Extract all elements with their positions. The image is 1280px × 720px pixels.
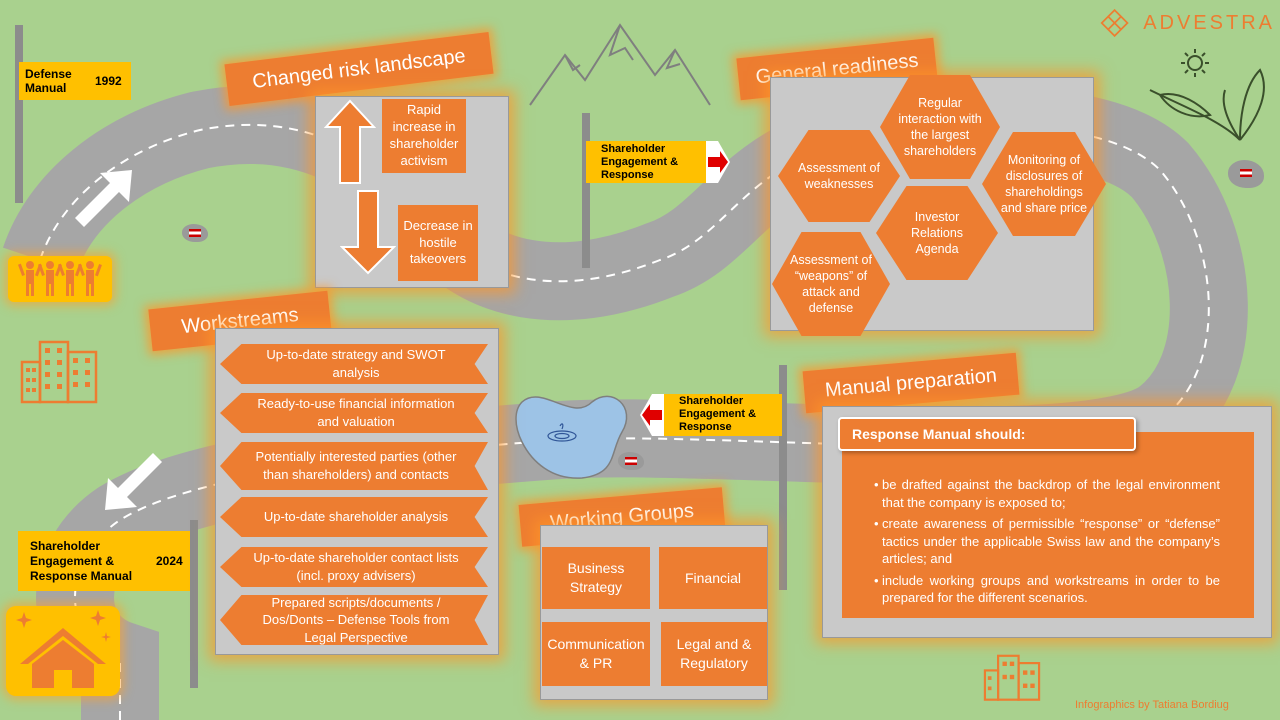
manual-bullet-1-text: be drafted against the backdrop of the l…	[882, 477, 1220, 510]
wg-business-strategy: Business Strategy	[542, 547, 650, 609]
brand-name: ADVESTRA	[1143, 11, 1275, 34]
sun-plant-icon	[1149, 49, 1265, 141]
manual-bullet-2-text: create awareness of permissible “respons…	[882, 516, 1220, 567]
milestone-start-label: Defense Manual	[25, 66, 72, 95]
manual-heading: Response Manual should:	[852, 426, 1026, 442]
workstream-item-2: Ready-to-use financial information and v…	[220, 393, 488, 433]
milestone-pole-start	[15, 25, 23, 203]
house-icon	[6, 606, 120, 696]
risk-panel: Rapid increase in shareholder activism D…	[315, 96, 509, 288]
sign1-pole	[582, 113, 590, 268]
manual-bullet-3: •include working groups and workstreams …	[874, 572, 1220, 606]
sign2-label: Shareholder Engagement & Response	[664, 394, 782, 436]
risk-down-box: Decrease in hostile takeovers	[398, 205, 478, 281]
manual-heading-box: Response Manual should:	[838, 417, 1136, 451]
manual-bullet-1: •be drafted against the backdrop of the …	[874, 477, 1220, 510]
wg-financial-text: Financial	[684, 569, 742, 586]
milestone-end-year: 2024	[156, 554, 183, 568]
wg-business-strategy-text: Business Strategy	[567, 560, 625, 595]
workstream-item-6: Prepared scripts/documents / Dos/Donts –…	[220, 595, 488, 645]
workstream-item-5-text: Up-to-date shareholder contact lists (in…	[253, 550, 459, 583]
risk-up-text: Rapid increase in shareholder activism	[389, 102, 459, 168]
hex-weaknesses-text: Assessment of weaknesses	[798, 160, 880, 191]
rock-flag-2	[618, 452, 644, 470]
rock-flag-1	[182, 224, 208, 242]
milestone-end-label: Shareholder Engagement & Response Manual	[30, 538, 133, 583]
workstream-item-1-text: Up-to-date strategy and SWOT analysis	[266, 347, 446, 380]
wg-legal-text: Legal and & Regulatory	[676, 636, 752, 671]
mountains-icon	[529, 23, 711, 106]
workstream-item-4-text: Up-to-date shareholder analysis	[263, 509, 449, 525]
buildings-icon	[20, 340, 98, 404]
road-arrow-up	[75, 170, 132, 227]
sign1-arrow-icon	[706, 141, 730, 183]
workstream-item-4: Up-to-date shareholder analysis	[220, 497, 488, 537]
wg-communication-text: Communication & PR	[547, 636, 645, 671]
manual-bullets: •be drafted against the backdrop of the …	[842, 432, 1254, 607]
road-arrow-down	[105, 453, 162, 510]
hex-monitoring-text: Monitoring of disclosures of shareholdin…	[1000, 152, 1088, 216]
milestone-pole-end	[190, 520, 198, 688]
milestone-start-year: 1992	[95, 74, 122, 88]
workstream-item-5: Up-to-date shareholder contact lists (in…	[220, 547, 488, 587]
workstream-item-2-text: Ready-to-use financial information and v…	[257, 396, 455, 429]
hex-ir-agenda-text: Investor Relations Agenda	[910, 209, 964, 257]
workstream-item-6-text: Prepared scripts/documents / Dos/Donts –…	[262, 594, 450, 645]
wg-communication: Communication & PR	[542, 622, 650, 686]
manual-bullet-3-text: include working groups and workstreams i…	[882, 572, 1220, 606]
lake-icon	[515, 395, 628, 479]
sign2-pole	[779, 365, 787, 590]
credit-text: Infographics by Tatiana Bordiug	[1075, 699, 1229, 711]
advestra-logo-icon	[1100, 8, 1129, 38]
manual-title: Manual preparation	[824, 364, 998, 401]
arrow-down-icon	[340, 190, 396, 275]
milestone-end-badge: Shareholder Engagement & Response Manual…	[18, 531, 190, 591]
risk-up-box: Rapid increase in shareholder activism	[382, 99, 466, 173]
wg-financial: Financial	[659, 547, 767, 609]
hex-weapons: Assessment of “weapons” of attack and de…	[772, 232, 890, 336]
manual-bullet-2: •create awareness of permissible “respon…	[874, 516, 1220, 567]
brand-logo: ADVESTRA	[1100, 5, 1275, 41]
workstream-item-1: Up-to-date strategy and SWOT analysis	[220, 344, 488, 384]
sign2-arrow-icon	[640, 394, 664, 436]
risk-down-text: Decrease in hostile takeovers	[403, 217, 473, 267]
milestone-start-badge: Defense Manual 1992	[19, 62, 131, 100]
people-icon	[8, 256, 112, 302]
manual-body: •be drafted against the backdrop of the …	[842, 432, 1254, 618]
arrow-up-icon	[324, 99, 376, 184]
wg-legal: Legal and & Regulatory	[661, 622, 767, 686]
workstream-item-3: Potentially interested parties (other th…	[220, 442, 488, 490]
rock-flag-3	[1228, 160, 1264, 188]
workstream-item-3-text: Potentially interested parties (other th…	[255, 449, 457, 482]
hex-weapons-text: Assessment of “weapons” of attack and de…	[790, 252, 872, 316]
sign1-label: Shareholder Engagement & Response	[586, 141, 708, 183]
buildings-small-icon	[983, 654, 1041, 701]
hex-interaction-text: Regular interaction with the largest sha…	[898, 95, 982, 159]
